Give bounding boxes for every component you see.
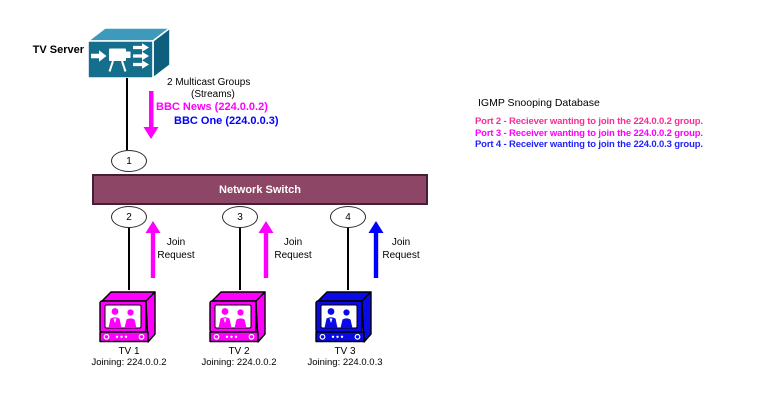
video-camera-icon [91,43,149,72]
tv3-icon [315,291,372,343]
igmp-db-entries: Port 2 - Reciever wanting to join the 22… [475,116,703,151]
streams-note: (Streams) [191,89,235,100]
switch-port-1: 1 [111,150,147,172]
out-arrow-icon [133,60,149,69]
join-request-arrow-2-icon [258,221,274,278]
tv2-icon [209,291,266,343]
join-request-arrow-3-icon [368,221,384,278]
port4-to-tv3-line [347,228,349,290]
tv-name: TV 1 [118,346,140,357]
out-arrow-icon [133,43,149,52]
switch-port-2: 2 [111,206,147,228]
join-request-label-1: Join Request [157,237,195,261]
multicast-stream-down-arrow-icon [143,91,159,139]
tv-joining: Joining: 224.0.0.3 [307,357,383,368]
join-request-arrow-1-icon [145,221,161,278]
network-switch: Network Switch [92,174,428,205]
tv1-label: TV 1 Joining: 224.0.0.2 [74,346,184,368]
join-request-label-2: Join Request [274,237,312,261]
switch-port-3: 3 [222,206,258,228]
tv-name: TV 3 [334,346,356,357]
bbc-news-stream-label: BBC News (224.0.0.2) [156,101,268,113]
tv-joining: Joining: 224.0.0.2 [201,357,277,368]
igmp-db-entry-port3: Port 3 - Receiver wanting to join the 22… [475,127,703,139]
join-request-label-3: Join Request [382,237,420,261]
tv-server-label: TV Server [32,44,84,56]
port-number: 2 [126,211,132,223]
tv-joining: Joining: 224.0.0.2 [91,357,167,368]
server-to-switch-line [126,78,128,150]
port-number: 1 [126,155,132,167]
tv-name: TV 2 [228,346,250,357]
igmp-db-title: IGMP Snooping Database [478,97,600,109]
port2-to-tv1-line [128,228,130,290]
tv2-label: TV 2 Joining: 224.0.0.2 [184,346,294,368]
tv3-label: TV 3 Joining: 224.0.0.3 [290,346,400,368]
port3-to-tv2-line [239,228,241,290]
tv-server-icon [87,27,171,79]
bbc-one-stream-label: BBC One (224.0.0.3) [174,115,279,127]
igmp-db-entry-port4: Port 4 - Receiver wanting to join the 22… [475,139,703,151]
network-switch-label: Network Switch [219,183,301,196]
port-number: 3 [237,211,243,223]
in-arrow-icon [91,50,107,62]
out-arrow-icon [133,51,149,61]
multicast-groups-note: 2 Multicast Groups [167,77,251,88]
igmp-db-entry-port2: Port 2 - Reciever wanting to join the 22… [475,116,703,127]
tv1-icon [99,291,156,343]
port-number: 4 [345,211,351,223]
switch-port-4: 4 [330,206,366,228]
